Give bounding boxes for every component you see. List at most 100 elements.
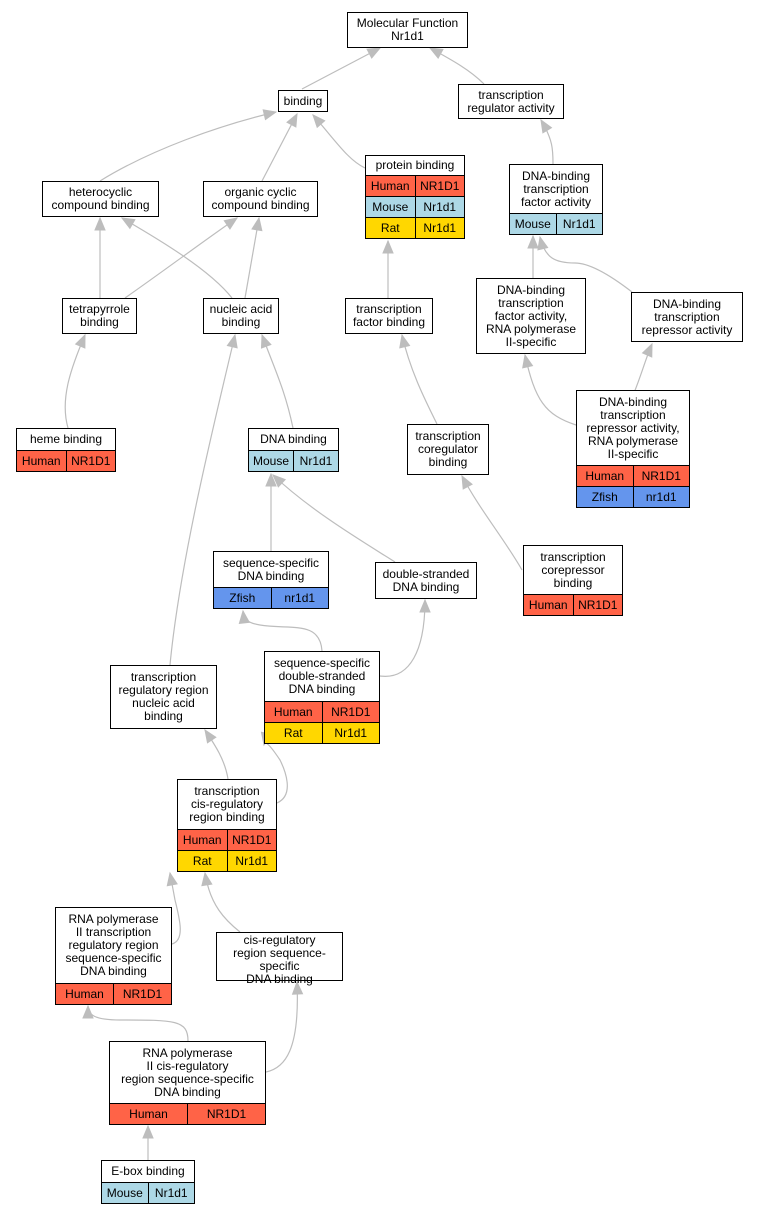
species-cell: Mouse [252, 453, 290, 468]
edge-line [242, 610, 323, 652]
arrowhead-icon [238, 609, 251, 625]
gene-cell: NR1D1 [226, 830, 277, 850]
gene-cell: Nr1d1 [555, 214, 603, 234]
edge-line [272, 474, 396, 563]
arrowhead-icon [272, 474, 287, 488]
go-term-label: RNA polymerase II transcription regulato… [65, 912, 162, 978]
arrowhead-icon [527, 234, 539, 249]
annotation-row: Human NR1D1 [524, 594, 622, 615]
annotation-row: Human NR1D1 [178, 829, 276, 850]
go-term-node-dbtfa[interactable]: DNA-binding transcription factor activit… [509, 164, 603, 235]
edge-line [169, 872, 181, 945]
species-cell: Rat [192, 853, 212, 868]
go-term-node-nab[interactable]: nucleic acid binding [203, 298, 279, 334]
species-cell: Rat [380, 220, 400, 235]
go-term-label: transcription coregulator binding [415, 429, 481, 469]
arrowhead-icon [312, 114, 326, 129]
arrowhead-icon [461, 474, 473, 490]
go-term-node-tra[interactable]: transcription regulator activity [458, 84, 564, 119]
edge-line [64, 334, 86, 429]
species-cell: Human [528, 597, 568, 612]
go-term-label: sequence-specific DNA binding [222, 555, 320, 583]
gene-cell: NR1D1 [321, 702, 380, 722]
go-term-label: DNA-binding transcription repressor acti… [641, 296, 733, 337]
go-term-node-tcrrb[interactable]: transcription cis-regulatory region bind… [177, 779, 277, 872]
go-term-label: RNA polymerase II cis-regulatory region … [121, 1045, 254, 1099]
annotation-row: Rat Nr1d1 [366, 217, 464, 238]
species-cell: Rat [283, 725, 303, 740]
go-term-node-orgcyc[interactable]: organic cyclic compound binding [203, 181, 318, 217]
go-term-node-tfb[interactable]: transcription factor binding [345, 298, 433, 334]
species-cell: Human [182, 832, 222, 847]
gene-cell: Nr1d1 [321, 723, 380, 743]
species-cell: Zfish [591, 489, 618, 504]
gene-cell: NR1D1 [632, 466, 690, 486]
go-term-node-dbtfa2[interactable]: DNA-binding transcription factor activit… [476, 278, 586, 354]
go-term-node-rnap2crr[interactable]: RNA polymerase II cis-regulatory region … [109, 1041, 266, 1125]
species-cell: Mouse [106, 1185, 143, 1200]
species-cell: Mouse [372, 199, 409, 214]
go-term-label: transcription corepressor binding [540, 549, 606, 590]
go-term-node-rnap2trr[interactable]: RNA polymerase II transcription regulato… [55, 907, 172, 1005]
arrowhead-icon [540, 118, 553, 134]
gene-cell: NR1D1 [65, 451, 116, 471]
edge-line [99, 111, 277, 182]
gene-cell: NR1D1 [572, 595, 623, 615]
go-term-label: DNA-binding transcription factor activit… [520, 168, 592, 209]
go-term-node-tcb[interactable]: transcription coregulator binding [407, 424, 489, 475]
go-term-label: tetrapyrrole binding [69, 302, 130, 329]
arrowhead-icon [142, 1124, 154, 1139]
edge-line [261, 334, 294, 429]
go-term-node-dsdb[interactable]: double-stranded DNA binding [375, 562, 477, 599]
go-term-node-binding[interactable]: binding [278, 90, 328, 112]
arrowhead-icon [204, 728, 217, 744]
go-term-node-dbtra2[interactable]: DNA-binding transcription repressor acti… [576, 390, 690, 508]
edge-line [524, 354, 577, 426]
go-term-label: transcription regulator activity [467, 87, 555, 115]
edge-line [87, 1005, 189, 1042]
arrowhead-icon [226, 333, 238, 349]
arrowhead-icon [419, 598, 431, 613]
go-term-node-mf[interactable]: Molecular Function Nr1d1 [347, 12, 468, 48]
edge-line [401, 334, 438, 425]
gene-cell: Nr1d1 [293, 451, 338, 471]
arrowhead-icon [94, 216, 106, 231]
go-term-node-crrssdb[interactable]: cis-regulatory region sequence-specific … [216, 932, 343, 986]
go-term-label: DNA-binding transcription repressor acti… [586, 394, 680, 461]
edge-line [265, 981, 298, 1073]
go-term-node-ssdsdb[interactable]: sequence-specific double-stranded DNA bi… [264, 651, 380, 744]
gene-cell: NR1D1 [414, 176, 465, 196]
arrowhead-icon [74, 333, 86, 349]
go-term-node-trrnab[interactable]: transcription regulatory region nucleic … [110, 665, 217, 729]
gene-cell: Nr1d1 [226, 851, 277, 871]
arrowhead-icon [223, 217, 239, 230]
arrowhead-icon [522, 353, 534, 369]
arrowhead-icon [251, 216, 263, 232]
go-term-node-het[interactable]: heterocyclic compound binding [42, 181, 159, 217]
arrowhead-icon [291, 980, 304, 995]
edge-line [539, 236, 633, 293]
go-term-node-tetra[interactable]: tetrapyrrole binding [62, 298, 137, 334]
gene-cell: NR1D1 [187, 1104, 265, 1124]
gene-cell: nr1d1 [632, 487, 690, 507]
arrowhead-icon [366, 47, 382, 59]
go-term-label: nucleic acid binding [209, 302, 273, 329]
arrowhead-icon [260, 333, 272, 349]
gene-cell: Nr1d1 [414, 218, 465, 238]
go-term-node-dbtra[interactable]: DNA-binding transcription repressor acti… [631, 292, 743, 342]
arrowhead-icon [382, 239, 394, 254]
